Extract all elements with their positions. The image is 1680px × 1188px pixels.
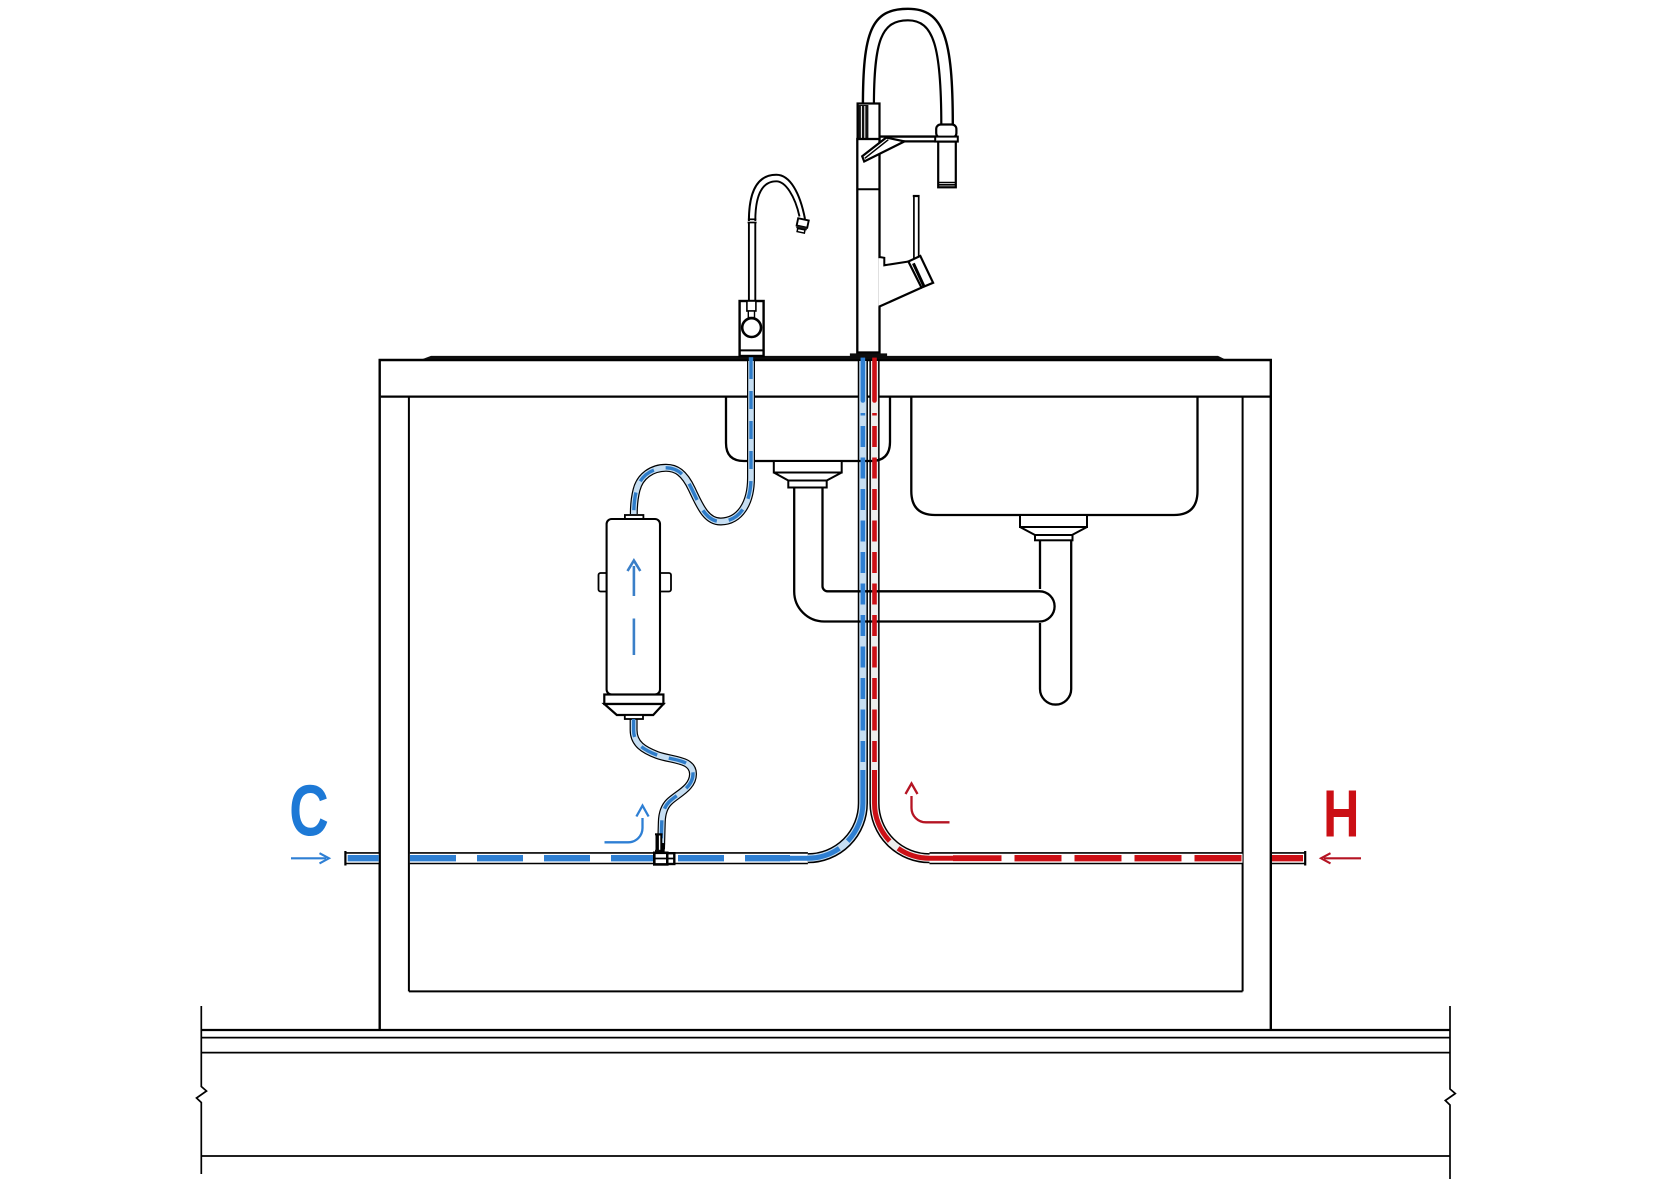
svg-text:H: H [1323,775,1359,851]
svg-text:C: C [289,770,329,851]
